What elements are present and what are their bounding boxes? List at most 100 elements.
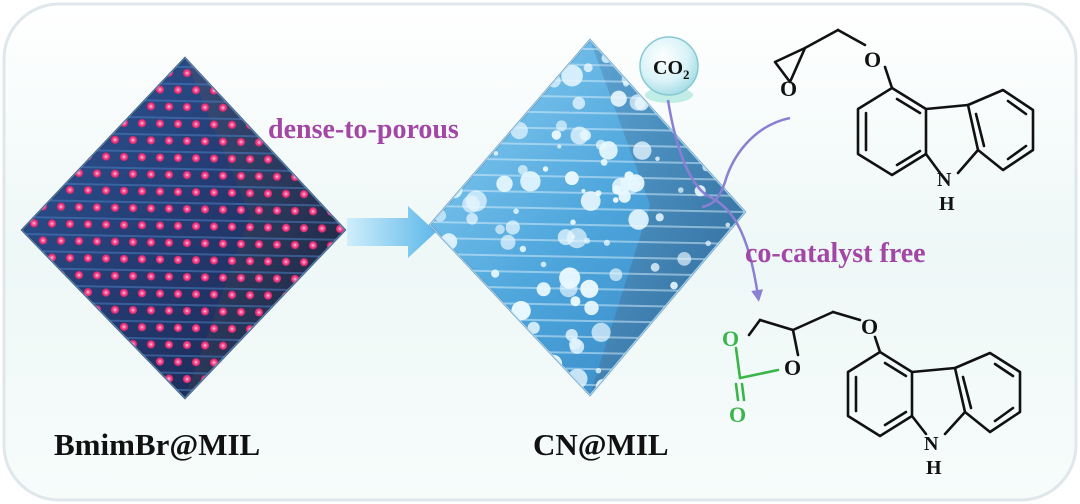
ionic-liquid-dot [299, 223, 309, 233]
ionic-liquid-dot [227, 324, 237, 334]
ionic-liquid-dot [236, 273, 246, 283]
pore [570, 126, 589, 145]
ionic-liquid-dot [182, 374, 192, 384]
ionic-liquid-dot [101, 152, 111, 161]
ionic-liquid-dot [110, 305, 120, 314]
ionic-liquid-dot [83, 186, 93, 195]
pore [513, 208, 519, 214]
ionic-liquid-dot [218, 307, 228, 316]
pore [517, 165, 528, 175]
ionic-liquid-dot [263, 189, 273, 198]
carbonate-ring-oxygen-atom: O [722, 326, 739, 351]
ionic-liquid-dot [218, 273, 228, 282]
ionic-liquid-dot [29, 219, 39, 228]
ionic-liquid-dot [227, 154, 237, 164]
pore [620, 175, 640, 195]
pore [633, 141, 652, 160]
ionic-liquid-dot [119, 220, 129, 230]
ionic-liquid-dot [128, 237, 138, 247]
ionic-liquid-dot [218, 205, 228, 214]
framework-stripe [430, 221, 745, 229]
ionic-liquid-dot [200, 307, 210, 316]
ionic-liquid-dot [218, 171, 228, 180]
ionic-liquid-dot [263, 291, 273, 300]
ionic-liquid-dot [146, 170, 156, 179]
ionic-liquid-dot [182, 340, 192, 350]
ionic-liquid-dot [101, 288, 111, 297]
ionic-liquid-dot [92, 169, 102, 178]
ionic-liquid-dot [128, 135, 138, 145]
left-material-label: BmimBr@MIL [54, 427, 260, 462]
pore [655, 213, 664, 222]
epoxide-carbazole-molecule [773, 28, 1035, 177]
pore [580, 279, 599, 298]
ionic-liquid-dot [272, 172, 282, 181]
pore [595, 367, 602, 374]
framework-stripe [430, 253, 745, 261]
ionic-liquid-dot [65, 253, 75, 263]
ionic-liquid-dot [281, 223, 291, 233]
ionic-liquid-dot [146, 102, 156, 111]
ionic-liquid-dot [317, 224, 327, 233]
pore [610, 90, 627, 107]
ionic-liquid-dot [182, 238, 192, 248]
ionic-liquid-dot [263, 223, 273, 232]
ionic-liquid-dot [227, 188, 237, 198]
ionic-liquid-dot [200, 137, 210, 146]
ionic-liquid-dot [155, 119, 165, 128]
pore [505, 220, 520, 235]
ionic-liquid-dot [281, 189, 291, 199]
ionic-liquid-dot [191, 324, 201, 333]
ionic-liquid-dot [200, 103, 210, 112]
ionic-liquid-dot [173, 323, 183, 333]
process-label: dense-to-porous [268, 114, 459, 145]
ionic-liquid-dot [236, 137, 246, 147]
bottom-hydrogen-atom: H [926, 457, 942, 479]
pore [557, 144, 562, 149]
ionic-liquid-dot [200, 273, 210, 282]
ionic-liquid-dot [110, 271, 120, 280]
ionic-liquid-dot [191, 86, 201, 95]
epoxide-curve [701, 116, 791, 209]
ionic-liquid-dot [128, 169, 138, 179]
pore [609, 268, 623, 282]
ionic-liquid-dot [200, 205, 210, 214]
ionic-liquid-dot [155, 255, 165, 264]
ionic-liquid-dot [245, 222, 255, 232]
bottom-nitrogen-atom: N [924, 433, 939, 455]
ionic-liquid-dot [137, 153, 147, 162]
co2-label: CO2 [653, 57, 690, 82]
ionic-liquid-dot [209, 154, 219, 163]
pore [600, 158, 608, 166]
pore [520, 171, 541, 192]
ionic-liquid-dot [200, 239, 210, 248]
pore [566, 228, 588, 249]
ionic-liquid-dot [245, 256, 255, 266]
ionic-liquid-dot [173, 255, 183, 265]
ionic-liquid-dot [128, 305, 138, 315]
ether-oxygen-atom: O [864, 47, 881, 72]
pore [678, 187, 684, 193]
ionic-liquid-dot [155, 153, 165, 162]
ionic-liquid-dot [290, 206, 300, 216]
pore [466, 213, 478, 225]
ionic-liquid-dot [128, 203, 138, 213]
right-material-label: CN@MIL [533, 427, 669, 462]
ionic-liquid-dot [245, 290, 255, 300]
ionic-liquid-dot [92, 203, 102, 212]
ionic-liquid-dot [191, 290, 201, 299]
ionic-liquid-dot [146, 340, 156, 349]
ionic-liquid-dot [245, 154, 255, 164]
ionic-liquid-dot [272, 206, 282, 215]
ionic-liquid-dot [209, 256, 219, 265]
ionic-liquid-dot [191, 256, 201, 265]
pore [583, 63, 593, 73]
pore [561, 64, 583, 87]
framework-stripe [22, 199, 345, 207]
ionic-liquid-dot [119, 288, 129, 298]
ionic-liquid-dot [146, 136, 156, 145]
pore [491, 269, 500, 278]
ionic-liquid-dot [101, 186, 111, 195]
pore [570, 219, 576, 225]
ionic-liquid-dot [245, 188, 255, 198]
